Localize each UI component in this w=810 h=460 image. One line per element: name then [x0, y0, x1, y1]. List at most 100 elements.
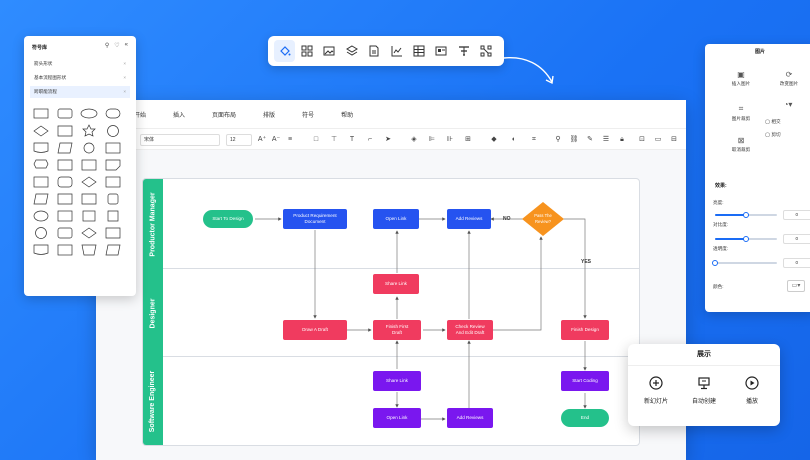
image-icon[interactable]	[319, 40, 340, 62]
grid-icon[interactable]	[296, 40, 317, 62]
layer-icon[interactable]: ◈	[411, 136, 417, 143]
card-icon[interactable]	[431, 40, 452, 62]
button-label: 播放	[745, 399, 758, 405]
option-cut[interactable]: ◯ 剪切	[765, 132, 781, 137]
close-icon[interactable]: ×	[123, 61, 126, 66]
new-slide-button[interactable]: 新幻灯片	[634, 376, 678, 405]
node-open-link-2[interactable]: Open Link	[373, 408, 421, 428]
distribute-icon[interactable]: ⊪	[446, 136, 454, 143]
pen-icon[interactable]: ✎	[587, 136, 593, 143]
play-button[interactable]: 播放	[730, 376, 774, 405]
node-prd[interactable]: Product Requirement Document	[283, 209, 347, 229]
slider-handle[interactable]	[712, 259, 718, 266]
more-icon[interactable]: ⊟	[671, 136, 677, 143]
menu-item-start[interactable]: 开始	[134, 112, 147, 119]
shape-style-icon[interactable]: ◐	[511, 136, 517, 143]
brightness-label: 亮度:	[713, 200, 724, 205]
node-add-reviews-2[interactable]: Add Reviews	[447, 408, 493, 428]
node-start[interactable]: Start To Design	[203, 210, 253, 228]
search-icon[interactable]: ⚲	[104, 43, 110, 49]
font-size-select[interactable]: 12	[226, 134, 252, 146]
lane-header-software-engineer[interactable]: Software Engineer	[143, 357, 163, 445]
transparency-slider[interactable]	[712, 259, 777, 266]
reset-crop-button[interactable]: ⊠ 取消裁剪	[721, 136, 761, 153]
size-icon[interactable]: ⊞	[465, 136, 471, 143]
node-pass-review-decision[interactable]: Pass The Review?	[521, 201, 565, 237]
decision-label: Pass The Review?	[534, 213, 552, 224]
contrast-input[interactable]: 0	[783, 234, 810, 244]
rectangle-icon[interactable]: □	[313, 136, 319, 143]
transparency-input[interactable]: 0	[783, 258, 810, 268]
node-finish-design[interactable]: Finish Design	[561, 320, 609, 340]
frame-icon[interactable]: ⊡	[639, 136, 645, 143]
chart-icon[interactable]	[386, 40, 407, 62]
node-draw-draft[interactable]: Draw A Draft	[283, 320, 347, 340]
lane-header-product-manager[interactable]: Productor Manager	[143, 179, 163, 269]
menu-item-help[interactable]: 帮助	[341, 112, 354, 119]
node-add-reviews-1[interactable]: Add Reviews	[447, 209, 491, 229]
presentation-panel: 展示 新幻灯片 自动创建 播放	[628, 344, 780, 426]
link-icon[interactable]: ⛓	[569, 136, 579, 143]
align-icon[interactable]	[453, 40, 474, 62]
auto-create-button[interactable]: 自动创建	[682, 376, 726, 405]
crop-image-button[interactable]: ⌗ 图片裁剪	[721, 104, 761, 122]
button-label: 新幻灯片	[643, 399, 668, 405]
pointer-icon[interactable]: ➤	[385, 136, 391, 143]
category-cross-functional[interactable]: 跨职能流程×	[30, 86, 130, 98]
color-picker-button[interactable]: ▭▾	[787, 280, 805, 292]
text-icon[interactable]: T	[349, 136, 355, 143]
close-icon[interactable]: ×	[123, 75, 126, 80]
document-icon[interactable]	[364, 40, 385, 62]
replace-image-button[interactable]: ⟳ 改变图片	[767, 70, 810, 87]
crop-shape-dropdown[interactable]: ◔▾	[773, 100, 803, 111]
lane-header-designer[interactable]: Designer	[143, 269, 163, 357]
node-open-link-1[interactable]: Open Link	[373, 209, 419, 229]
diamond-shape	[522, 202, 564, 236]
close-icon[interactable]: ×	[123, 89, 126, 94]
brightness-input[interactable]: 0	[783, 210, 810, 220]
decrease-font-icon[interactable]: A⁻	[271, 136, 281, 143]
menu-item-insert[interactable]: 插入	[173, 112, 186, 119]
scatter-icon[interactable]	[476, 40, 497, 62]
node-finish-first-draft[interactable]: Finish First Draft	[373, 320, 421, 340]
slider-handle[interactable]	[743, 211, 749, 218]
contrast-slider[interactable]	[715, 235, 777, 242]
menu-item-symbol[interactable]: 符号	[302, 112, 315, 119]
comment-icon[interactable]: ▭	[654, 136, 662, 143]
swimlane-diagram[interactable]: Productor Manager Designer Software Engi…	[142, 178, 640, 446]
table-icon[interactable]	[408, 40, 429, 62]
insert-image-button[interactable]: ▣ 插入图片	[721, 70, 761, 87]
font-family-select[interactable]: 宋体	[140, 134, 220, 146]
node-share-link-2[interactable]: Share Link	[373, 371, 421, 391]
label-no: NO	[503, 216, 511, 222]
align-left-icon[interactable]: ⊫	[428, 136, 436, 143]
button-label: 图片裁剪	[731, 116, 751, 121]
increase-font-icon[interactable]: A⁺	[257, 136, 267, 143]
crop-icon[interactable]: ⌗	[532, 136, 536, 143]
node-share-link-1[interactable]: Share Link	[373, 274, 419, 294]
node-check-reviews[interactable]: Check Review And Edit Draft	[447, 320, 493, 340]
align-text-icon[interactable]: ≡	[287, 136, 293, 143]
line-icon[interactable]: ⌐	[367, 136, 373, 143]
lock-icon[interactable]: 🔒︎	[620, 136, 624, 143]
line-style-icon[interactable]: ☰	[602, 136, 610, 143]
paint-bucket-icon[interactable]	[274, 40, 296, 62]
menu-item-page-layout[interactable]: 页面布局	[212, 112, 237, 119]
collapse-icon[interactable]: «	[124, 42, 128, 48]
shape-grid[interactable]	[32, 106, 128, 290]
slider-handle[interactable]	[743, 235, 749, 242]
brightness-slider[interactable]	[715, 211, 777, 218]
contrast-label: 对比度:	[713, 222, 729, 227]
search-icon[interactable]: ⚲	[555, 136, 561, 143]
option-label: 剪切	[771, 132, 781, 137]
connector-icon[interactable]: ⊤	[330, 136, 338, 143]
category-arrows[interactable]: 箭头形状×	[30, 58, 130, 70]
node-start-coding[interactable]: Start Coding	[561, 371, 609, 391]
node-end[interactable]: End	[561, 409, 609, 427]
fill-color-icon[interactable]: ◆	[491, 136, 497, 143]
heart-icon[interactable]: ♡	[114, 43, 120, 49]
category-basic-flowchart[interactable]: 基本流程图形状×	[30, 72, 130, 84]
layers-icon[interactable]	[341, 40, 362, 62]
option-intersect[interactable]: ◯ 相交	[765, 119, 781, 124]
menu-item-arrange[interactable]: 排版	[263, 112, 276, 119]
